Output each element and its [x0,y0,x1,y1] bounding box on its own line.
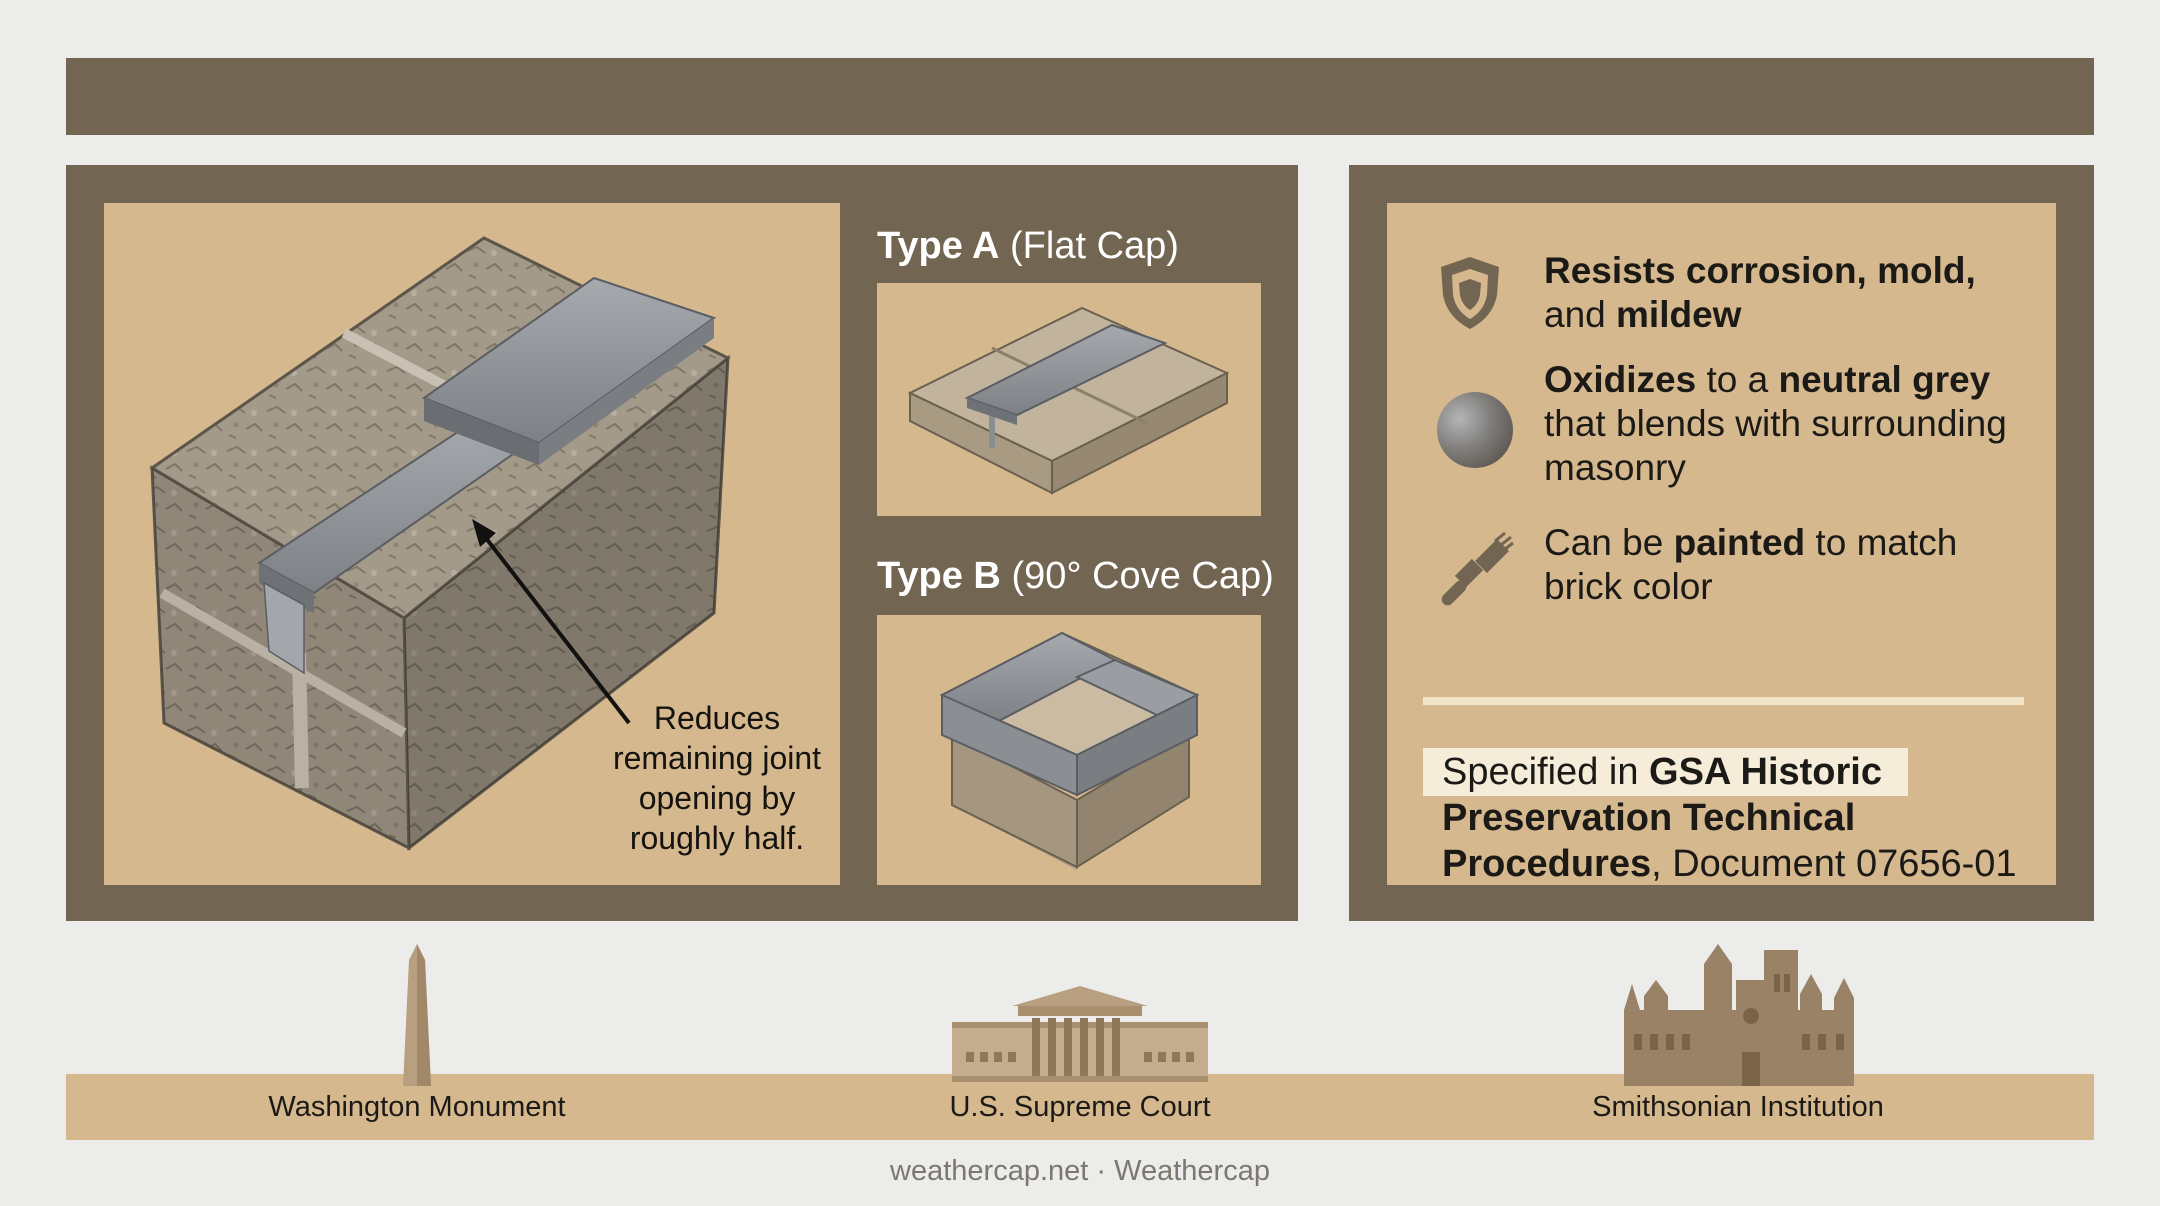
properties-panel: Resists corrosion, mold, and mildew Oxid… [1349,165,2094,921]
type-a-illustration [877,283,1261,516]
landmark-label-supreme-court: U.S. Supreme Court [949,1091,1211,1123]
section-divider [1423,697,2024,705]
cove-cap-drawing [939,631,1200,870]
type-b-title: Type B (90° Cove Cap) [877,555,1274,597]
landmark-label-smithsonian: Smithsonian Institution [1592,1091,1884,1123]
obelisk-icon [403,944,431,1086]
spec-highlight [1423,748,1908,796]
feature-oxidize-text: Oxidizes to a neutral grey that blends w… [1544,359,2007,488]
flat-cap-drawing [907,306,1230,495]
joint-reduction-annotation: Reduces remaining joint opening by rough… [612,700,822,856]
feature-paintable-text: Can be painted to match brick color [1544,522,1958,607]
paintbrush-icon [1441,531,1514,606]
type-b-illustration [877,615,1261,885]
header-bar [66,58,2094,135]
cap-types-panel: Reduces remaining joint opening by rough… [66,165,1298,921]
shield-icon [1441,257,1499,329]
footer-credit: weathercap.net · Weathercap [890,1155,1270,1187]
grey-sphere-icon [1437,392,1513,468]
properties-card: Resists corrosion, mold, and mildew Oxid… [1387,203,2056,885]
spec-citation: Specified in GSA Historic Preservation T… [1442,751,2017,885]
castle-icon [1624,944,1854,1086]
type-a-title: Type A (Flat Cap) [877,225,1179,267]
landmark-label-washington-monument: Washington Monument [268,1091,566,1123]
main-joint-illustration: Reduces remaining joint opening by rough… [104,203,840,885]
masonry-block-drawing [149,236,731,851]
courthouse-icon [952,986,1208,1082]
feature-corrosion-text: Resists corrosion, mold, and mildew [1544,250,1976,335]
